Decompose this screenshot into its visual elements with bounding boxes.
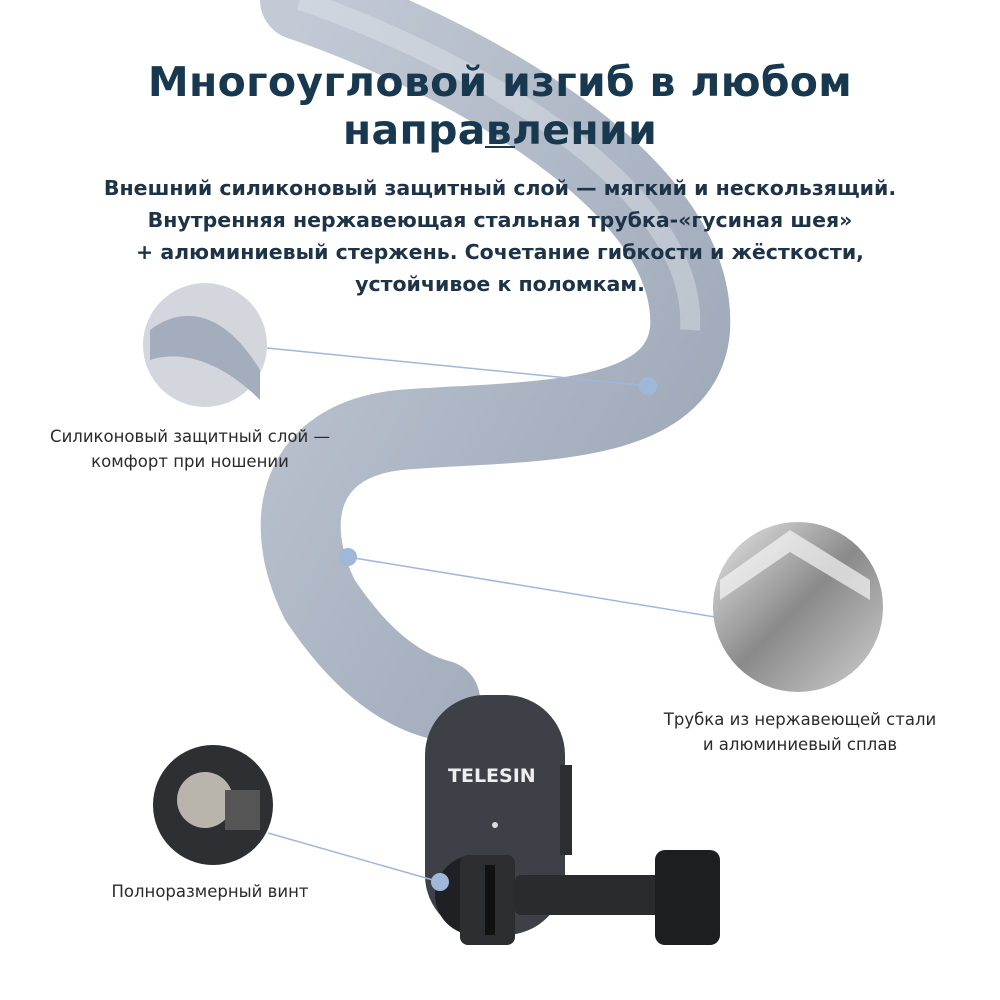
inset-steel xyxy=(713,522,883,692)
divider xyxy=(485,146,515,148)
description-line: устойчивое к поломкам. xyxy=(355,272,645,296)
callout-screw: Полноразмерный винт xyxy=(60,879,360,904)
description-line: Внешний силиконовый защитный слой — мягк… xyxy=(103,176,897,200)
page-title: Многоугловой изгиб в любом направлении xyxy=(147,58,853,154)
silicone-band xyxy=(260,0,731,740)
callout-text: Трубка из нержавеющей стали xyxy=(663,710,937,729)
callout-silicone: Силиконовый защитный слой — комфорт при … xyxy=(20,424,360,474)
inset-silicone xyxy=(143,283,267,407)
description-line: Внутренняя нержавеющая стальная трубка-«… xyxy=(147,208,853,232)
description-line: + алюминиевый стержень. Сочетание гибкос… xyxy=(136,240,864,264)
telesin-mount xyxy=(425,695,720,945)
callout-text: и алюминиевый сплав xyxy=(702,735,898,754)
callout-dot xyxy=(339,548,357,566)
callout-steel: Трубка из нержавеющей стали и алюминиевы… xyxy=(630,707,970,757)
callout-text: Силиконовый защитный слой — xyxy=(50,427,330,446)
description: Внешний силиконовый защитный слой — мягк… xyxy=(0,172,1000,300)
brand-logo: TELESIN xyxy=(448,765,536,787)
callout-dot xyxy=(639,377,657,395)
callout-dot xyxy=(431,873,449,891)
callout-text: Полноразмерный винт xyxy=(111,882,309,901)
callout-text: комфорт при ношении xyxy=(91,452,289,471)
inset-screw xyxy=(153,745,273,865)
